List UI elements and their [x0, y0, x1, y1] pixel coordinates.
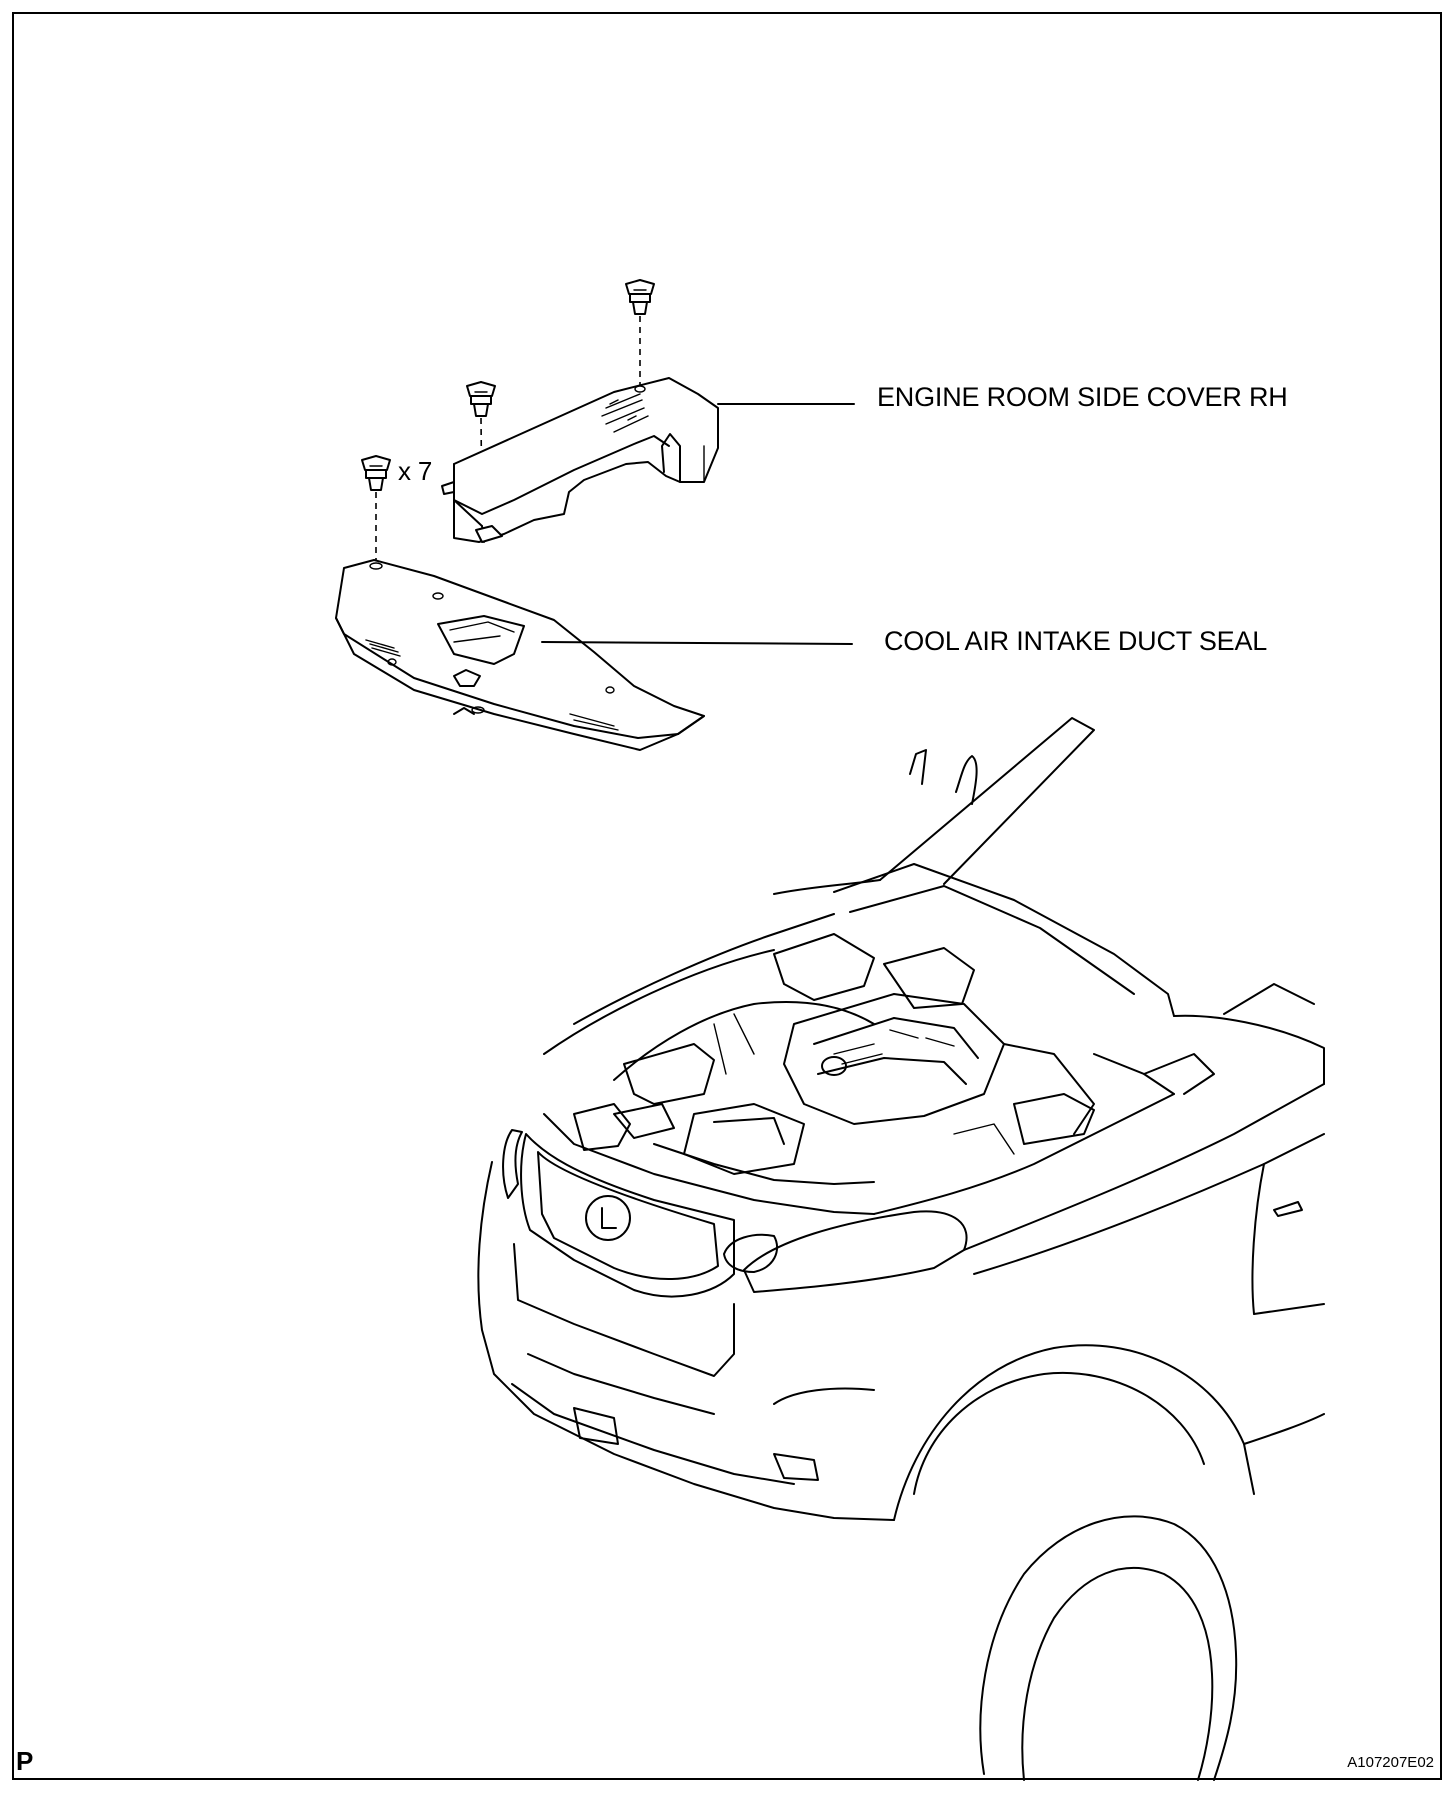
- duct-seal-leader-line: [541, 641, 853, 645]
- vehicle-front-drawing: [477, 717, 1325, 1781]
- diagram-frame: ENGINE ROOM SIDE COVER RH COOL AIR INTAK…: [12, 12, 1442, 1781]
- cool-air-intake-duct-seal-label: COOL AIR INTAKE DUCT SEAL: [884, 626, 1268, 656]
- engine-room-side-cover-label: ENGINE ROOM SIDE COVER RH: [877, 382, 1288, 412]
- figure-code: A107207E02: [1347, 1754, 1434, 1771]
- corner-letter: P: [16, 1746, 34, 1776]
- clip-left: [361, 455, 391, 491]
- clip-top: [625, 279, 655, 315]
- clip-quantity-label: x 7: [398, 456, 433, 486]
- engine-room-illustration: [335, 279, 1325, 1781]
- cool-air-intake-duct-seal-part: [335, 559, 705, 751]
- engine-room-side-cover-part: [441, 377, 719, 543]
- clip-middle: [466, 381, 496, 417]
